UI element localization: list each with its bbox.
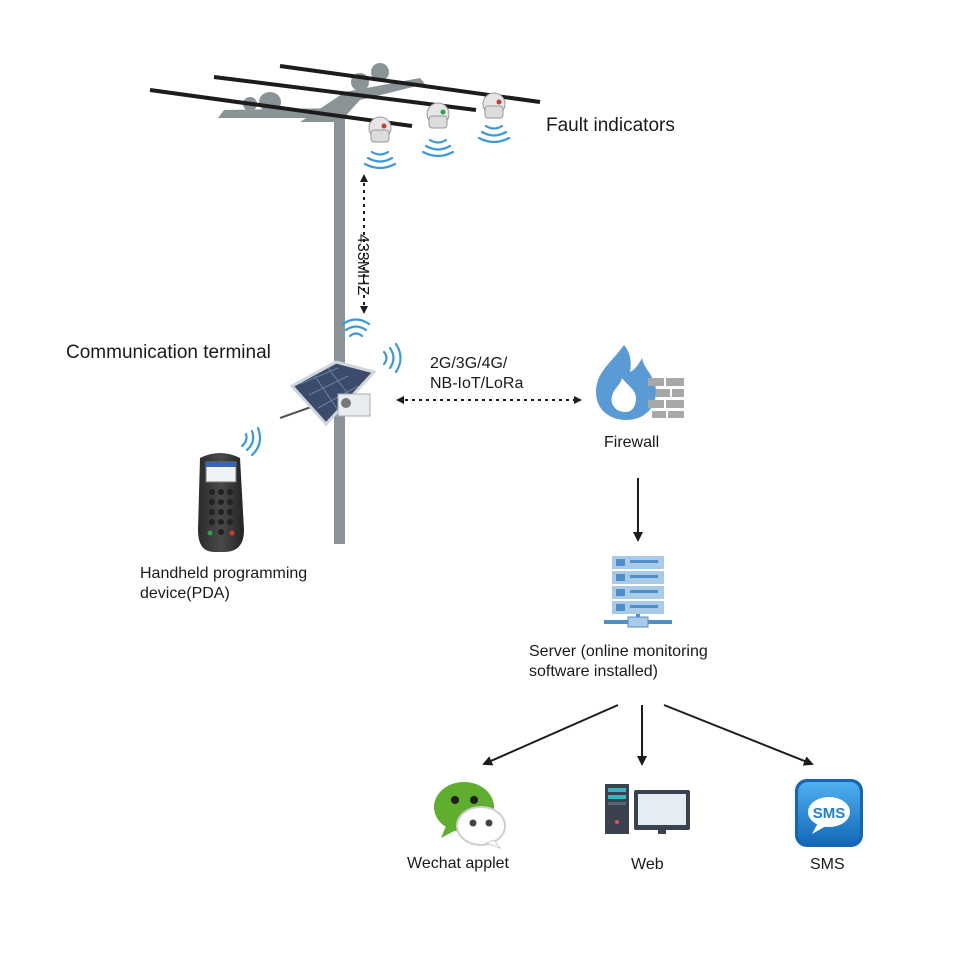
server-icon bbox=[604, 556, 672, 628]
wifi-signal-icon bbox=[363, 150, 397, 170]
web-computer-icon bbox=[605, 784, 690, 834]
power-line bbox=[149, 88, 413, 128]
sms-icon-text: SMS bbox=[813, 805, 846, 822]
firewall-label: Firewall bbox=[604, 434, 660, 451]
fault-indicators-label: Fault indicators bbox=[546, 115, 675, 136]
network-label-line2: NB-IoT/LoRa bbox=[430, 375, 524, 392]
pole-shaft bbox=[334, 112, 345, 544]
wifi-signal-icon bbox=[382, 342, 402, 374]
server-to-wechat-arrow bbox=[482, 704, 619, 766]
communication-terminal-label: Communication terminal bbox=[66, 342, 271, 363]
fault-indicator bbox=[368, 116, 392, 143]
network-label-line1: 2G/3G/4G/ bbox=[430, 355, 508, 372]
insulator bbox=[371, 63, 389, 81]
crossarm-right bbox=[300, 78, 425, 122]
server-label-line2: software installed) bbox=[529, 663, 658, 680]
pda-label-line2: device(PDA) bbox=[140, 585, 230, 602]
sms-icon: SMS bbox=[795, 779, 863, 847]
sms-label: SMS bbox=[810, 856, 845, 873]
wechat-label: Wechat applet bbox=[407, 855, 509, 872]
wifi-signal-icon bbox=[240, 426, 262, 457]
fault-indicator bbox=[482, 92, 506, 119]
wifi-signal-icon bbox=[421, 138, 455, 158]
communication-terminal bbox=[279, 360, 377, 427]
pda-device bbox=[198, 453, 244, 552]
wechat-icon bbox=[434, 782, 506, 850]
server-to-sms-arrow bbox=[663, 704, 814, 766]
server-label-line1: Server (online monitoring bbox=[529, 643, 708, 660]
wifi-signal-icon bbox=[477, 124, 511, 144]
frequency-label: 433MHZ bbox=[354, 234, 371, 296]
firewall-icon bbox=[596, 345, 684, 420]
pda-label-line1: Handheld programming bbox=[140, 565, 308, 582]
web-label: Web bbox=[631, 856, 664, 873]
wifi-signal-icon bbox=[341, 318, 371, 338]
solar-panel bbox=[289, 360, 377, 427]
fault-indicator bbox=[426, 102, 450, 129]
